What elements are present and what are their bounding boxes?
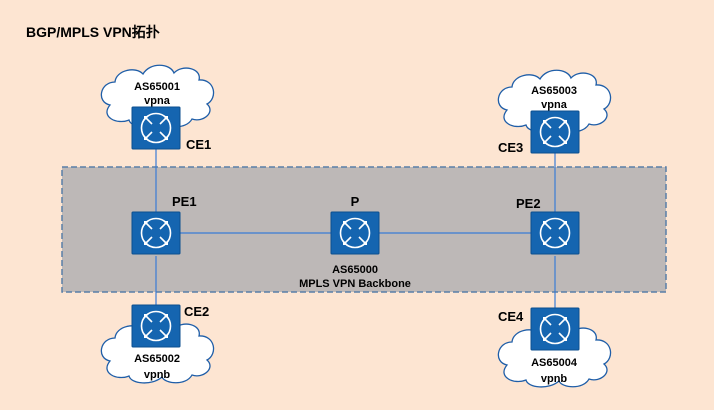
router-ce3-label: CE3: [498, 140, 523, 155]
router-p-label: P: [351, 194, 360, 209]
site1-vpn-label: vpna: [144, 95, 171, 107]
diagram-title: BGP/MPLS VPN拓扑: [26, 24, 160, 40]
router-pe2[interactable]: [530, 211, 580, 255]
cloud-site2: [100, 320, 215, 384]
site2-as-label: AS65002: [134, 353, 180, 365]
router-icon: [530, 307, 580, 351]
cloud-site4: [497, 324, 612, 388]
router-ce2[interactable]: [131, 304, 181, 348]
router-pe1-label: PE1: [172, 194, 197, 209]
site4-as-label: AS65004: [531, 357, 578, 369]
router-icon: [530, 110, 580, 154]
backbone-as-label: AS65000: [332, 264, 378, 276]
router-ce1-label: CE1: [186, 137, 211, 152]
router-ce4-label: CE4: [498, 309, 524, 324]
backbone-name-label: MPLS VPN Backbone: [299, 278, 411, 290]
router-ce1[interactable]: [131, 106, 181, 150]
router-icon: [131, 211, 181, 255]
site3-vpn-label: vpna: [541, 99, 568, 111]
site3-as-label: AS65003: [531, 85, 577, 97]
site2-vpn-label: vpnb: [144, 369, 171, 381]
router-ce3[interactable]: [530, 110, 580, 154]
router-pe1[interactable]: [131, 211, 181, 255]
router-icon: [131, 106, 181, 150]
router-p[interactable]: [330, 211, 380, 255]
router-ce4[interactable]: [530, 307, 580, 351]
router-icon: [330, 211, 380, 255]
site1-as-label: AS65001: [134, 81, 180, 93]
site4-vpn-label: vpnb: [541, 373, 568, 385]
router-pe2-label: PE2: [516, 196, 541, 211]
router-icon: [131, 304, 181, 348]
links: [155, 148, 556, 308]
router-ce2-label: CE2: [184, 304, 209, 319]
router-icon: [530, 211, 580, 255]
